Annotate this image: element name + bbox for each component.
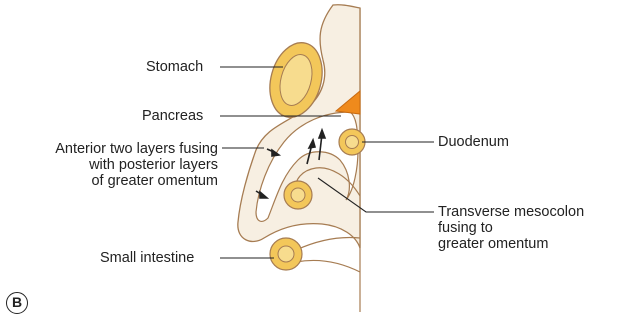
panel-label-b: B	[6, 292, 28, 314]
duodenum-lumen	[346, 136, 359, 149]
transverse-label-line1: Transverse mesocolon	[438, 204, 584, 220]
small-intestine-lumen	[278, 246, 294, 262]
mesentery-lower	[296, 260, 360, 272]
anterior-label-line2: with posterior layers	[10, 157, 218, 173]
small-intestine-label: Small intestine	[100, 250, 194, 266]
pancreas-label: Pancreas	[142, 108, 203, 124]
duodenum-label: Duodenum	[438, 134, 509, 150]
stomach-label: Stomach	[146, 59, 203, 75]
transverse-label-line3: greater omentum	[438, 236, 548, 252]
transverse-colon-lumen	[291, 188, 305, 202]
anterior-label-line3: of greater omentum	[10, 173, 218, 189]
mesentery	[296, 238, 360, 251]
transverse-label-line2: fusing to	[438, 220, 493, 236]
anterior-label-line1: Anterior two layers fusing	[10, 141, 218, 157]
